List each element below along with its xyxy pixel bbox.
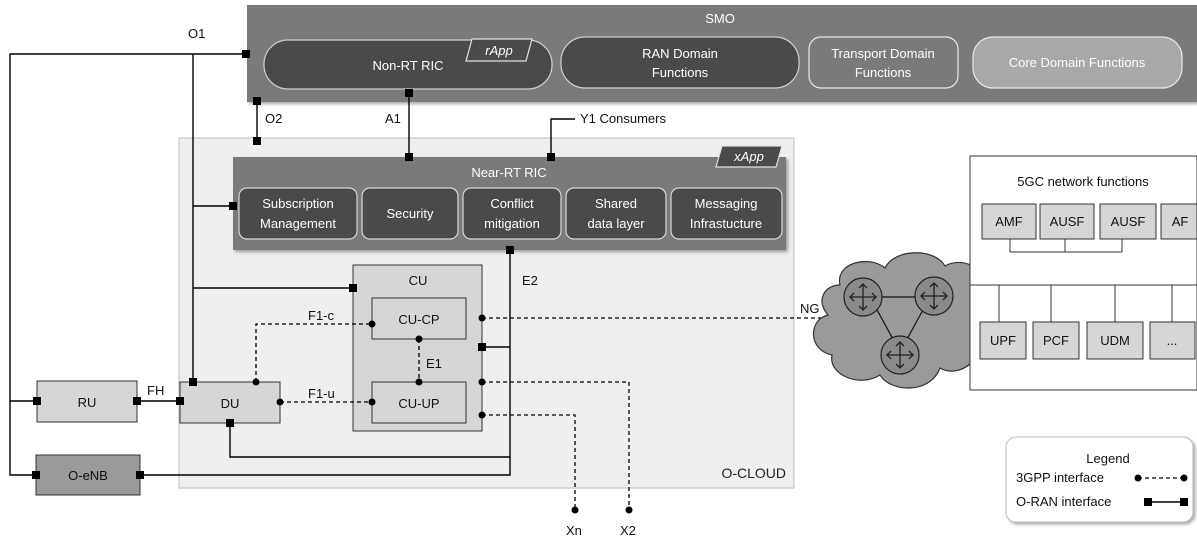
svg-text:Management: Management [260,216,336,231]
near-rt-ric-title: Near-RT RIC [471,165,546,180]
rapp-tag [465,38,533,62]
svg-text:AF: AF [1172,214,1189,229]
legend: Legend 3GPP interface O-RAN interface [1005,436,1194,523]
fh-label: FH [147,383,164,398]
nf-af[interactable]: AF [1160,203,1197,240]
a1-label: A1 [385,111,401,126]
svg-text:Messaging: Messaging [695,196,758,211]
svg-text:PCF: PCF [1043,333,1069,348]
smo-block: SMO Non-RT RIC rApp RAN Domain Functions… [247,5,1197,102]
f1c-line [255,323,372,382]
svg-text:mitigation: mitigation [484,216,540,231]
xapp-tag [715,145,783,168]
oenb-label: O-eNB [68,468,108,483]
cu-cp-label: CU-CP [398,312,439,327]
x2-line [482,381,630,510]
non-rt-ric[interactable]: Non-RT RIC rApp [263,38,553,90]
oenb-block[interactable]: O-eNB [35,454,141,496]
e2-to-oenb-line [140,457,511,476]
nf-upf[interactable]: UPF [979,321,1027,360]
legend-oran-label: O-RAN interface [1016,494,1111,509]
svg-text:Subscription: Subscription [262,196,334,211]
5gc-title: 5GC network functions [1017,174,1149,189]
svg-text:Shared: Shared [595,196,637,211]
f1c-label: F1-c [308,308,335,323]
y1-label: Y1 Consumers [580,111,666,126]
ran-domain-line2: Functions [652,65,709,80]
o1-to-oenb-line [9,401,36,476]
smo-title: SMO [705,11,735,26]
e2-bus-du-line [229,250,511,458]
xn-label: Xn [566,523,582,538]
svg-text:data layer: data layer [587,216,645,231]
nf-amf[interactable]: AMF [981,203,1037,240]
svg-text:AMF: AMF [995,214,1023,229]
ran-domain-functions[interactable]: RAN Domain Functions [560,36,800,89]
router-icon [843,277,883,317]
e2-label: E2 [522,273,538,288]
transport-network-cloud [812,252,992,389]
legend-3gpp-label: 3GPP interface [1016,470,1104,485]
o1-label: O1 [188,26,205,41]
ng-label: NG [800,301,820,316]
svg-text:...: ... [1167,333,1178,348]
svg-text:Conflict: Conflict [490,196,534,211]
core-domain-functions[interactable]: Core Domain Functions [972,36,1183,89]
rapp-label: rApp [485,43,512,58]
oran-interface-lines [9,53,575,476]
nf-udm[interactable]: UDM [1086,321,1144,360]
ric-module-security[interactable]: Security [361,187,459,240]
3gpp-interface-endpoints [252,314,974,514]
du-block[interactable]: DU [179,381,281,424]
oran-interface-endpoints [32,50,555,479]
cu-up-label: CU-UP [398,396,439,411]
xapp-label: xApp [733,149,764,164]
svg-text:UPF: UPF [990,333,1016,348]
transport-domain-functions[interactable]: Transport Domain Functions [808,36,959,89]
du-label: DU [221,396,240,411]
nf-pcf[interactable]: PCF [1032,321,1080,360]
5gc-network-functions: 5GC network functions AMF AUSF AUSF [969,155,1197,391]
non-rt-ric-label: Non-RT RIC [372,58,443,73]
ran-domain-line1: RAN Domain [642,46,718,61]
ric-module-subscription[interactable]: Subscription Management [238,187,358,240]
o-cloud-label: O-CLOUD [721,465,786,481]
svg-text:AUSF: AUSF [1050,214,1085,229]
f1u-label: F1-u [308,386,335,401]
cu-title: CU [409,273,428,288]
router-icon [880,335,920,375]
svg-text:UDM: UDM [1100,333,1130,348]
ru-label: RU [78,395,97,410]
ric-module-conflict[interactable]: Conflict mitigation [462,187,562,240]
legend-title: Legend [1086,451,1129,466]
x2-label: X2 [620,523,636,538]
transport-domain-line2: Functions [855,65,912,80]
e1-label: E1 [426,356,442,371]
y1-line [550,118,575,157]
ric-module-shared-data[interactable]: Shared data layer [565,187,667,240]
ric-module-messaging[interactable]: Messaging Infrastucture [670,187,783,240]
interface-labels: O1 O2 A1 Y1 Consumers E2 E1 F1-c F1-u FH… [147,26,820,538]
near-rt-ric: Near-RT RIC xApp Subscription Management… [233,145,786,250]
o1-to-ru-line [9,53,246,402]
svg-text:AUSF: AUSF [1111,214,1146,229]
nf-ausf[interactable]: AUSF [1099,203,1157,240]
o2-label: O2 [265,111,282,126]
xn-line [482,414,576,510]
nf-more[interactable]: ... [1149,321,1196,360]
core-domain-label: Core Domain Functions [1009,55,1146,70]
router-icon [914,276,954,316]
nf-ausf[interactable]: AUSF [1039,203,1095,240]
cu-block[interactable]: CU CU-CP CU-UP [352,264,483,432]
svg-text:Infrastucture: Infrastucture [690,216,762,231]
svg-text:Security: Security [387,206,434,221]
cu-up-box [371,381,467,424]
ru-block[interactable]: RU [36,380,138,423]
transport-domain-line1: Transport Domain [831,46,935,61]
